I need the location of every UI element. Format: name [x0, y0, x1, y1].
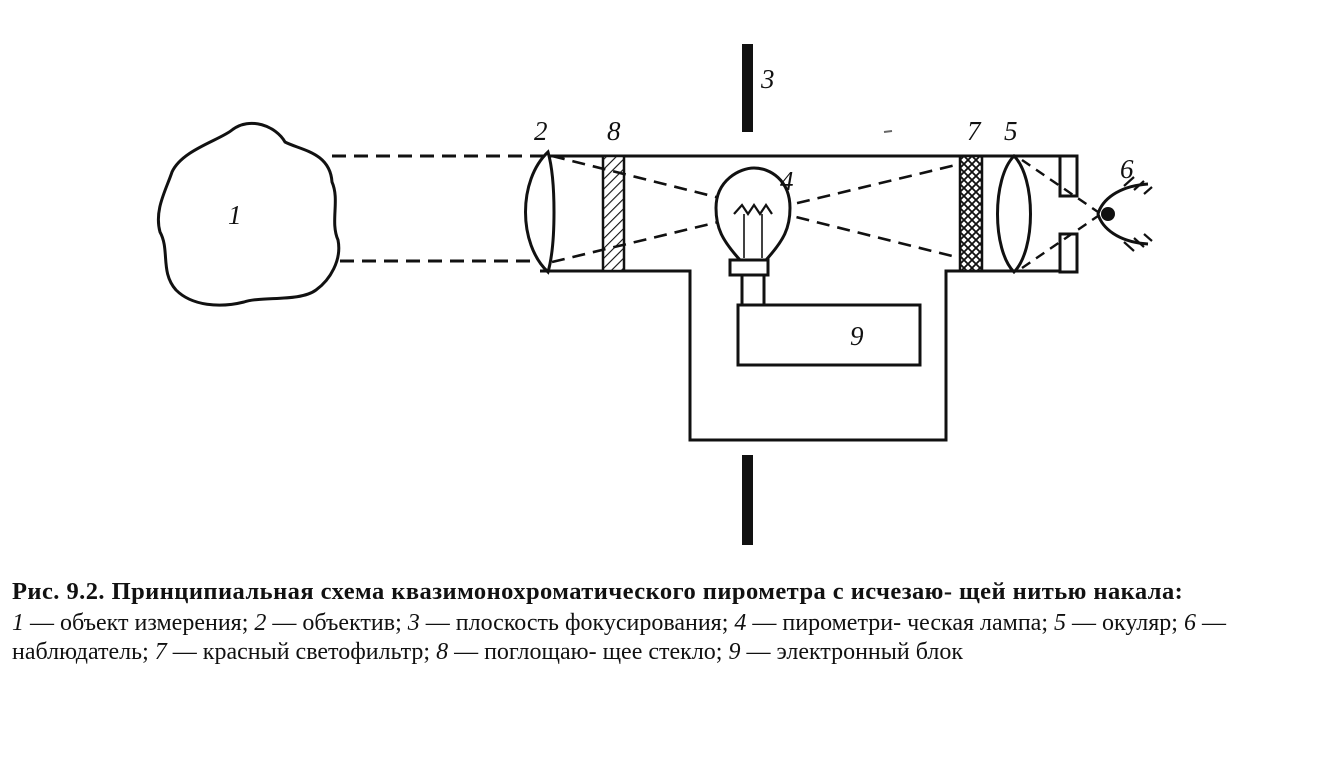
legend-number: 9 — [728, 639, 741, 665]
caption-title: Рис. 9.2. Принципиальная схема квазимоно… — [12, 578, 1184, 605]
focus-plane-bar-top — [742, 44, 753, 132]
legend-number: 4 — [734, 610, 747, 636]
legend-number: 6 — [1183, 610, 1196, 636]
label-objective: 2 — [534, 116, 548, 146]
legend-number: 1 — [12, 610, 24, 636]
label-focus-plane: 3 — [760, 64, 775, 94]
observer-eye-icon — [1096, 176, 1153, 252]
label-lamp: 4 — [780, 166, 794, 196]
label-red-filter: 7 — [967, 116, 982, 146]
label-object: 1 — [228, 200, 242, 230]
electronic-block — [736, 303, 922, 367]
legend-number: 7 — [154, 639, 167, 665]
eyepiece-lens — [996, 153, 1032, 275]
legend-text: — пирометри- ческая лампа; — [746, 610, 1055, 636]
eyepiece-aperture-bottom — [1058, 232, 1079, 274]
label-absorbing-glass: 8 — [607, 116, 621, 146]
caption-legend: 1 — объект измерения; 2 — объектив; 3 — … — [12, 609, 1312, 667]
label-observer: 6 — [1120, 154, 1134, 184]
legend-text: — наблюдатель; — [12, 610, 1226, 665]
legend-text: — объектив; — [266, 610, 408, 636]
eyepiece-aperture-top — [1058, 154, 1079, 198]
measured-object — [156, 121, 341, 307]
eye-ray-bottom — [1021, 215, 1099, 269]
absorbing-glass — [601, 154, 626, 273]
legend-number: 2 — [254, 610, 267, 636]
objective-lens — [524, 149, 556, 275]
legend-text: — электронный блок — [740, 639, 963, 665]
stray-mark — [883, 130, 893, 133]
legend-number: 8 — [436, 639, 449, 665]
legend-text: — окуляр; — [1066, 610, 1184, 636]
legend-text: — объект измерения; — [24, 610, 255, 636]
legend-number: 5 — [1054, 610, 1067, 636]
eye-ray-top — [1021, 159, 1099, 213]
focus-plane-bar-bottom — [742, 455, 753, 545]
legend-text: — плоскость фокусирования; — [419, 610, 735, 636]
legend-number: 3 — [407, 610, 420, 636]
label-eyepiece: 5 — [1004, 116, 1018, 146]
legend-text: — красный светофильтр; — [166, 639, 437, 665]
figure-caption: Рис. 9.2. Принципиальная схема квазимоно… — [12, 576, 1312, 667]
label-electronic-block: 9 — [850, 321, 864, 351]
pyrometric-lamp — [714, 166, 792, 305]
internal-ray-b — [551, 162, 961, 264]
pyrometer-schematic: 1 2 3 4 5 6 7 8 9 — [156, 44, 1153, 545]
legend-text: — поглощаю- щее стекло; — [448, 639, 729, 665]
red-filter — [958, 154, 984, 273]
